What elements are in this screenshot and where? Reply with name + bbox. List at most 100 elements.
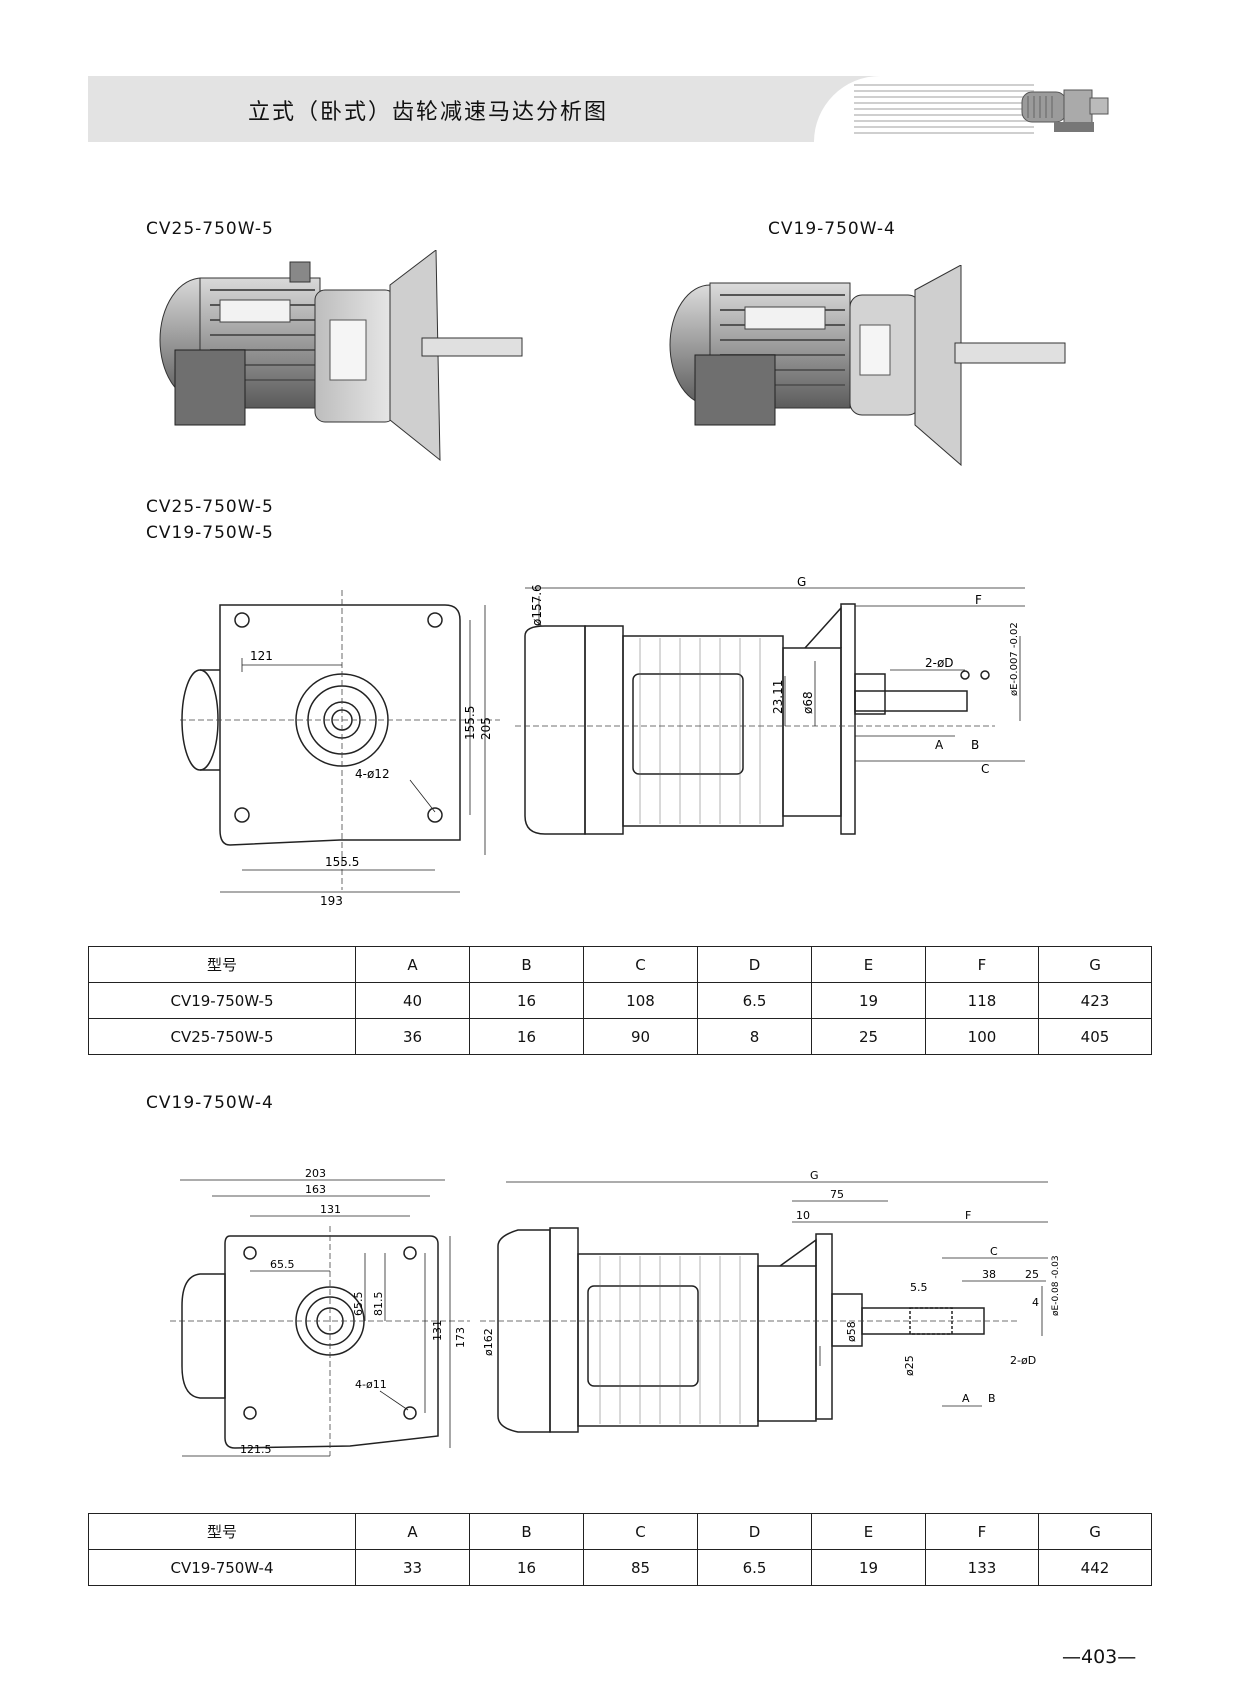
dim-phiE: øE-0.007 -0.02 <box>1009 622 1020 696</box>
table-row: CV19-750W-4 33 16 85 6.5 19 133 442 <box>88 1549 1152 1586</box>
dim-A-2: A <box>962 1392 970 1405</box>
dim-131-h: 131 <box>320 1203 341 1216</box>
table1-header-E: E <box>811 946 926 983</box>
table1-cell: 16 <box>469 1018 584 1055</box>
table1-header-F: F <box>925 946 1039 983</box>
header-motor-thumbnail <box>1021 89 1109 132</box>
table2-cell: 16 <box>469 1549 584 1586</box>
table2-header-A: A <box>355 1513 470 1550</box>
table1-header-model: 型号 <box>88 946 356 983</box>
table1-cell: 405 <box>1038 1018 1152 1055</box>
table1-cell: CV25-750W-5 <box>88 1018 356 1055</box>
table1-header-row: 型号 A B C D E F G <box>88 946 1152 983</box>
dim-B: B <box>971 738 979 752</box>
motor-photo-cv25 <box>159 250 523 462</box>
dim-G-2: G <box>810 1169 819 1182</box>
dim-23-11: 23.11 <box>771 680 785 714</box>
dim-4-phi11: 4-ø11 <box>355 1378 387 1391</box>
table1-cell: 25 <box>811 1018 926 1055</box>
dim-phiE-2: øE-0.08 -0.03 <box>1051 1255 1061 1316</box>
dim-205: 205 <box>479 717 493 740</box>
dim-A: A <box>935 738 944 752</box>
table2-header-F: F <box>925 1513 1039 1550</box>
table1-cell: 36 <box>355 1018 470 1055</box>
dim-155-5-h: 155.5 <box>325 855 359 869</box>
table1-header-B: B <box>469 946 584 983</box>
dim-121-5: 121.5 <box>240 1443 272 1456</box>
table2-cell: 133 <box>925 1549 1039 1586</box>
table1-cell: 19 <box>811 982 926 1019</box>
drawing-label-2: CV19-750W-5 <box>146 523 274 543</box>
dim-C: C <box>981 762 989 776</box>
header-stripes <box>854 84 1034 140</box>
table1-cell: 108 <box>583 982 698 1019</box>
table2-cell: 85 <box>583 1549 698 1586</box>
table1-cell: 8 <box>697 1018 812 1055</box>
table1-cell: 90 <box>583 1018 698 1055</box>
section2-title: CV19-750W-4 <box>146 1093 274 1113</box>
page-title: 立式（卧式）齿轮减速马达分析图 <box>248 100 609 125</box>
dim-75: 75 <box>830 1188 844 1201</box>
side-view-drawing-2: G 75 10 F C 38 25 5.5 4 øE-0.08 -0.03 ø5… <box>480 1169 1061 1433</box>
table1-cell: 118 <box>925 982 1039 1019</box>
dim-25: 25 <box>1025 1268 1039 1281</box>
table1-header-G: G <box>1038 946 1152 983</box>
dim-155-5-v: 155.5 <box>463 706 477 740</box>
table2-cell: CV19-750W-4 <box>88 1549 356 1586</box>
dim-G: G <box>797 576 806 589</box>
table1-header-C: C <box>583 946 698 983</box>
table2-header-D: D <box>697 1513 812 1550</box>
dim-38: 38 <box>982 1268 996 1281</box>
table1-cell: CV19-750W-5 <box>88 982 356 1019</box>
dim-163: 163 <box>305 1183 326 1196</box>
table2-cell: 6.5 <box>697 1549 812 1586</box>
dim-121: 121 <box>250 649 273 663</box>
table1-cell: 16 <box>469 982 584 1019</box>
drawing-label-1: CV25-750W-5 <box>146 497 274 517</box>
dim-81-5: 81.5 <box>372 1292 385 1317</box>
dim-131-v: 131 <box>431 1320 444 1341</box>
dim-10: 10 <box>796 1209 810 1222</box>
side-view-drawing-1: G F ø157.6 2-øD øE-0.007 -0.02 23.11 ø68… <box>515 576 1025 835</box>
table1-cell: 6.5 <box>697 982 812 1019</box>
spec-table-1: 型号 A B C D E F G CV19-750W-5 40 16 108 6… <box>88 946 1152 1055</box>
page-number: —403— <box>1062 1646 1137 1668</box>
table1-cell: 100 <box>925 1018 1039 1055</box>
table1-header-A: A <box>355 946 470 983</box>
table2-header-G: G <box>1038 1513 1152 1550</box>
photo-label-left: CV25-750W-5 <box>146 219 274 239</box>
dim-65-5-v: 65.5 <box>352 1292 365 1317</box>
dim-B-2: B <box>988 1392 996 1405</box>
table1-cell: 40 <box>355 982 470 1019</box>
table2-header-E: E <box>811 1513 926 1550</box>
table1-cell: 423 <box>1038 982 1152 1019</box>
dim-F-2: F <box>965 1209 971 1222</box>
dim-2-phiD-2: 2-øD <box>1010 1354 1036 1367</box>
dim-phi68: ø68 <box>801 691 815 714</box>
dim-phi162: ø162 <box>482 1328 495 1356</box>
spec-table-2: 型号 A B C D E F G CV19-750W-4 33 16 85 6.… <box>88 1513 1152 1586</box>
table-row: CV25-750W-5 36 16 90 8 25 100 405 <box>88 1018 1152 1055</box>
dim-phi157-6: ø157.6 <box>530 584 544 626</box>
motor-photo-cv19 <box>669 265 1066 467</box>
table-row: CV19-750W-5 40 16 108 6.5 19 118 423 <box>88 982 1152 1019</box>
table2-header-B: B <box>469 1513 584 1550</box>
table1-header-D: D <box>697 946 812 983</box>
table2-header-row: 型号 A B C D E F G <box>88 1513 1152 1550</box>
photo-label-right: CV19-750W-4 <box>768 219 896 239</box>
dim-4: 4 <box>1032 1296 1039 1309</box>
dim-C-2: C <box>990 1245 998 1258</box>
table2-cell: 19 <box>811 1549 926 1586</box>
dim-F: F <box>975 593 982 607</box>
table2-cell: 442 <box>1038 1549 1152 1586</box>
table2-header-model: 型号 <box>88 1513 356 1550</box>
table2-cell: 33 <box>355 1549 470 1586</box>
dim-4-holes: 4-ø12 <box>355 767 390 781</box>
dim-203: 203 <box>305 1167 326 1180</box>
dim-65-5-h: 65.5 <box>270 1258 295 1271</box>
front-view-drawing-1: 121 155.5 205 4-ø12 155.5 193 <box>180 590 500 908</box>
table2-header-C: C <box>583 1513 698 1550</box>
front-view-drawing-2: 203 163 131 65.5 65.5 81.5 131 173 4-ø11… <box>170 1167 470 1457</box>
dim-5-5: 5.5 <box>910 1281 928 1294</box>
dim-193: 193 <box>320 894 343 908</box>
